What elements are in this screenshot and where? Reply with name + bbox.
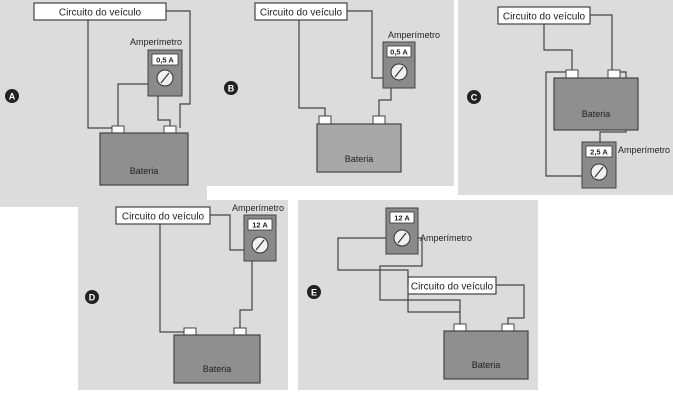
ammeter-reading: 12 A — [252, 221, 268, 230]
ammeter-label: Amperímetro — [388, 30, 440, 40]
battery-label: Bateria — [130, 166, 159, 176]
diagram-d: Circuito do veículo Amperímetro 12 A Bat… — [85, 203, 284, 384]
ammeter-label: Amperímetro — [232, 203, 284, 213]
wires-c — [543, 14, 627, 177]
vehicle-circuit-label: Circuito do veículo — [260, 8, 343, 19]
meter-dial-icon — [390, 63, 408, 81]
battery-terminal — [607, 69, 621, 79]
ammeter-display — [386, 45, 412, 58]
wires-d — [159, 214, 253, 333]
panel-letter: E — [311, 288, 317, 298]
ammeter-display — [247, 218, 273, 231]
panel-letter: B — [228, 84, 235, 94]
ammeter-reading: 2,5 A — [590, 148, 608, 157]
vehicle-circuit-label: Circuito do veículo — [411, 282, 494, 293]
diagram-e: 12 A Amperímetro Circuito do veículo Bat… — [307, 207, 529, 380]
meter-dial-icon — [156, 69, 174, 87]
vehicle-circuit-label: Circuito do veículo — [59, 8, 142, 19]
wires-a — [87, 10, 191, 129]
panel-letter: D — [89, 293, 96, 303]
vehicle-circuit-label: Circuito do veículo — [122, 212, 205, 223]
battery — [316, 123, 402, 173]
ammeter-reading: 0,5 A — [156, 56, 174, 65]
battery-label: Bateria — [203, 364, 232, 374]
panel-letter: A — [9, 92, 16, 102]
panel-a: Circuito do veículo Amperímetro 0,5 A Ba… — [0, 0, 207, 207]
ammeter-label: Amperímetro — [618, 145, 670, 155]
ammeter-label: Amperímetro — [420, 233, 472, 243]
diagram-a: Circuito do veículo Amperímetro 0,5 A Ba… — [5, 2, 191, 186]
battery — [443, 330, 529, 380]
panel-b: Circuito do veículo Amperímetro 0,5 A Ba… — [207, 0, 454, 186]
battery-label: Bateria — [582, 109, 611, 119]
ammeter-reading: 12 A — [394, 214, 410, 223]
ammeter-reading: 0,5 A — [390, 48, 408, 57]
panel-c: Circuito do veículo Bateria 2,5 A Amperí… — [458, 0, 673, 195]
battery-terminal — [565, 69, 579, 79]
ammeter-display — [389, 211, 415, 224]
ammeter-label: Amperímetro — [130, 37, 182, 47]
ammeter-display — [151, 53, 179, 66]
battery-terminal — [372, 115, 386, 125]
battery-terminal — [318, 115, 332, 125]
vehicle-circuit-label: Circuito do veículo — [503, 12, 586, 23]
panel-letter: C — [471, 93, 478, 103]
panel-d: Circuito do veículo Amperímetro 12 A Bat… — [78, 200, 288, 390]
ammeter-display — [585, 145, 613, 158]
diagram-b: Circuito do veículo Amperímetro 0,5 A Ba… — [224, 2, 440, 173]
circled-letter-icon — [307, 285, 321, 299]
wires-b — [298, 10, 392, 118]
wires-e — [337, 237, 525, 326]
meter-dial-icon — [393, 229, 411, 247]
diagram-c: Circuito do veículo Bateria 2,5 A Amperí… — [467, 6, 670, 189]
meter-dial-icon — [590, 163, 608, 181]
circled-letter-icon — [224, 81, 238, 95]
circled-letter-icon — [85, 290, 99, 304]
circled-letter-icon — [467, 90, 481, 104]
battery-label: Bateria — [345, 154, 374, 164]
circled-letter-icon — [5, 89, 19, 103]
battery-label: Bateria — [472, 360, 501, 370]
meter-dial-icon — [251, 236, 269, 254]
panel-e: 12 A Amperímetro Circuito do veículo Bat… — [298, 200, 538, 390]
battery — [173, 334, 261, 384]
battery — [99, 132, 189, 186]
battery — [553, 77, 639, 131]
